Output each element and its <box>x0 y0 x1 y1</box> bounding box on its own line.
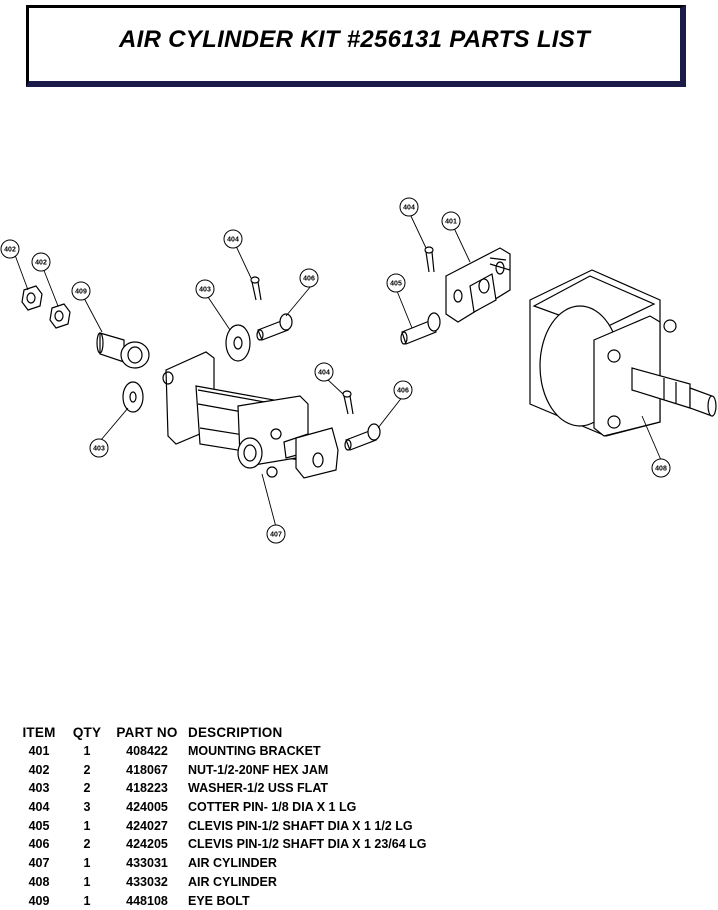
svg-text:401: 401 <box>445 219 457 226</box>
callout-402b: 402 <box>31 252 51 272</box>
svg-text:402: 402 <box>35 260 47 267</box>
svg-text:406: 406 <box>397 388 409 395</box>
header-part-no: PART NO <box>116 724 178 740</box>
svg-text:408: 408 <box>655 466 667 473</box>
hex-jam-nut-left <box>21 285 43 311</box>
callout-406a: 406 <box>299 268 319 288</box>
callout-403a: 403 <box>195 279 215 299</box>
cell-qty: 1 <box>83 893 91 908</box>
cell-part-no: 418223 <box>126 781 168 796</box>
air-cylinder-408 <box>529 269 717 437</box>
cell-qty: 2 <box>83 762 91 777</box>
cell-description: CLEVIS PIN-1/2 SHAFT DIA X 1 23/64 LG <box>188 837 427 852</box>
callout-404b: 404 <box>399 197 419 217</box>
svg-text:403: 403 <box>199 287 211 294</box>
header-item: ITEM <box>22 724 56 740</box>
cell-description: MOUNTING BRACKET <box>188 744 321 759</box>
cell-part-no: 424005 <box>126 800 168 815</box>
cell-description: NUT-1/2-20NF HEX JAM <box>188 762 329 777</box>
page-title: AIR CYLINDER KIT #256131 PARTS LIST <box>118 26 591 53</box>
cell-item: 406 <box>28 837 50 852</box>
cotter-pin-a <box>250 276 262 301</box>
cotter-pin-c <box>342 390 354 415</box>
parts-list-table: ITEM QTY PART NO DESCRIPTION 401 1 40842… <box>14 723 427 910</box>
svg-text:405: 405 <box>390 281 402 288</box>
table-row: 407 1 433031 AIR CYLINDER <box>14 854 427 873</box>
cell-item: 403 <box>28 781 50 796</box>
table-row: 405 1 424027 CLEVIS PIN-1/2 SHAFT DIA X … <box>14 816 427 835</box>
callout-404a: 404 <box>223 229 243 249</box>
clevis-pin-upper <box>256 313 293 341</box>
title-box: AIR CYLINDER KIT #256131 PARTS LIST <box>26 5 686 87</box>
cell-part-no: 433032 <box>126 874 168 889</box>
table-header-row: ITEM QTY PART NO DESCRIPTION <box>14 723 427 742</box>
table-row: 406 2 424205 CLEVIS PIN-1/2 SHAFT DIA X … <box>14 835 427 854</box>
exploded-parts-diagram: 402 402 409 403 403 404 404 404 406 406 … <box>0 197 717 544</box>
cell-description: EYE BOLT <box>188 893 250 908</box>
header-description: DESCRIPTION <box>188 724 283 740</box>
cell-description: COTTER PIN- 1/8 DIA X 1 LG <box>188 800 357 815</box>
cell-qty: 1 <box>83 818 91 833</box>
cell-qty: 2 <box>83 837 91 852</box>
cell-description: WASHER-1/2 USS FLAT <box>188 781 329 796</box>
cell-item: 408 <box>28 874 50 889</box>
callout-407: 407 <box>266 524 286 544</box>
callout-404c: 404 <box>314 362 334 382</box>
table-row: 401 1 408422 MOUNTING BRACKET <box>14 742 427 761</box>
cell-item: 407 <box>28 856 50 871</box>
eye-bolt <box>96 332 150 369</box>
callout-409: 409 <box>71 281 91 301</box>
callout-403b: 403 <box>89 438 109 458</box>
callout-406b: 406 <box>393 380 413 400</box>
cell-qty: 1 <box>83 874 91 889</box>
cell-part-no: 408422 <box>126 744 168 759</box>
svg-text:409: 409 <box>75 289 87 296</box>
svg-text:404: 404 <box>318 370 330 377</box>
svg-text:404: 404 <box>403 205 415 212</box>
cell-part-no: 424205 <box>126 837 168 852</box>
callout-401: 401 <box>441 211 461 231</box>
hex-jam-nut-right <box>49 303 71 329</box>
table-row: 409 1 448108 EYE BOLT <box>14 891 427 910</box>
cell-item: 401 <box>28 744 50 759</box>
svg-text:402: 402 <box>4 247 16 254</box>
leader-lines <box>14 213 662 528</box>
air-cylinder-407 <box>162 351 339 479</box>
cell-qty: 1 <box>83 744 91 759</box>
cell-part-no: 424027 <box>126 818 168 833</box>
svg-text:407: 407 <box>270 532 282 539</box>
cell-part-no: 448108 <box>126 893 168 908</box>
callout-408: 408 <box>651 458 671 478</box>
cell-item: 405 <box>28 818 50 833</box>
table-row: 403 2 418223 WASHER-1/2 USS FLAT <box>14 779 427 798</box>
cell-part-no: 433031 <box>126 856 168 871</box>
table-row: 408 1 433032 AIR CYLINDER <box>14 873 427 892</box>
mounting-bracket <box>445 247 511 323</box>
svg-text:403: 403 <box>93 446 105 453</box>
cell-item: 402 <box>28 762 50 777</box>
callout-402a: 402 <box>0 239 20 259</box>
cotter-pin-b <box>424 246 435 273</box>
flat-washer-upper <box>225 324 251 362</box>
cell-qty: 2 <box>83 781 91 796</box>
callout-405: 405 <box>386 273 406 293</box>
flat-washer-lower <box>122 381 144 413</box>
cell-description: AIR CYLINDER <box>188 874 277 889</box>
cell-description: AIR CYLINDER <box>188 856 277 871</box>
cell-item: 404 <box>28 800 50 815</box>
table-row: 404 3 424005 COTTER PIN- 1/8 DIA X 1 LG <box>14 798 427 817</box>
cell-qty: 1 <box>83 856 91 871</box>
cell-qty: 3 <box>83 800 91 815</box>
cell-description: CLEVIS PIN-1/2 SHAFT DIA X 1 1/2 LG <box>188 818 413 833</box>
cell-item: 409 <box>28 893 50 908</box>
clevis-pin-lower <box>344 423 381 451</box>
cell-part-no: 418067 <box>126 762 168 777</box>
table-row: 402 2 418067 NUT-1/2-20NF HEX JAM <box>14 760 427 779</box>
svg-text:404: 404 <box>227 237 239 244</box>
clevis-pin-405 <box>400 312 441 345</box>
header-qty: QTY <box>72 724 102 740</box>
svg-text:406: 406 <box>303 276 315 283</box>
